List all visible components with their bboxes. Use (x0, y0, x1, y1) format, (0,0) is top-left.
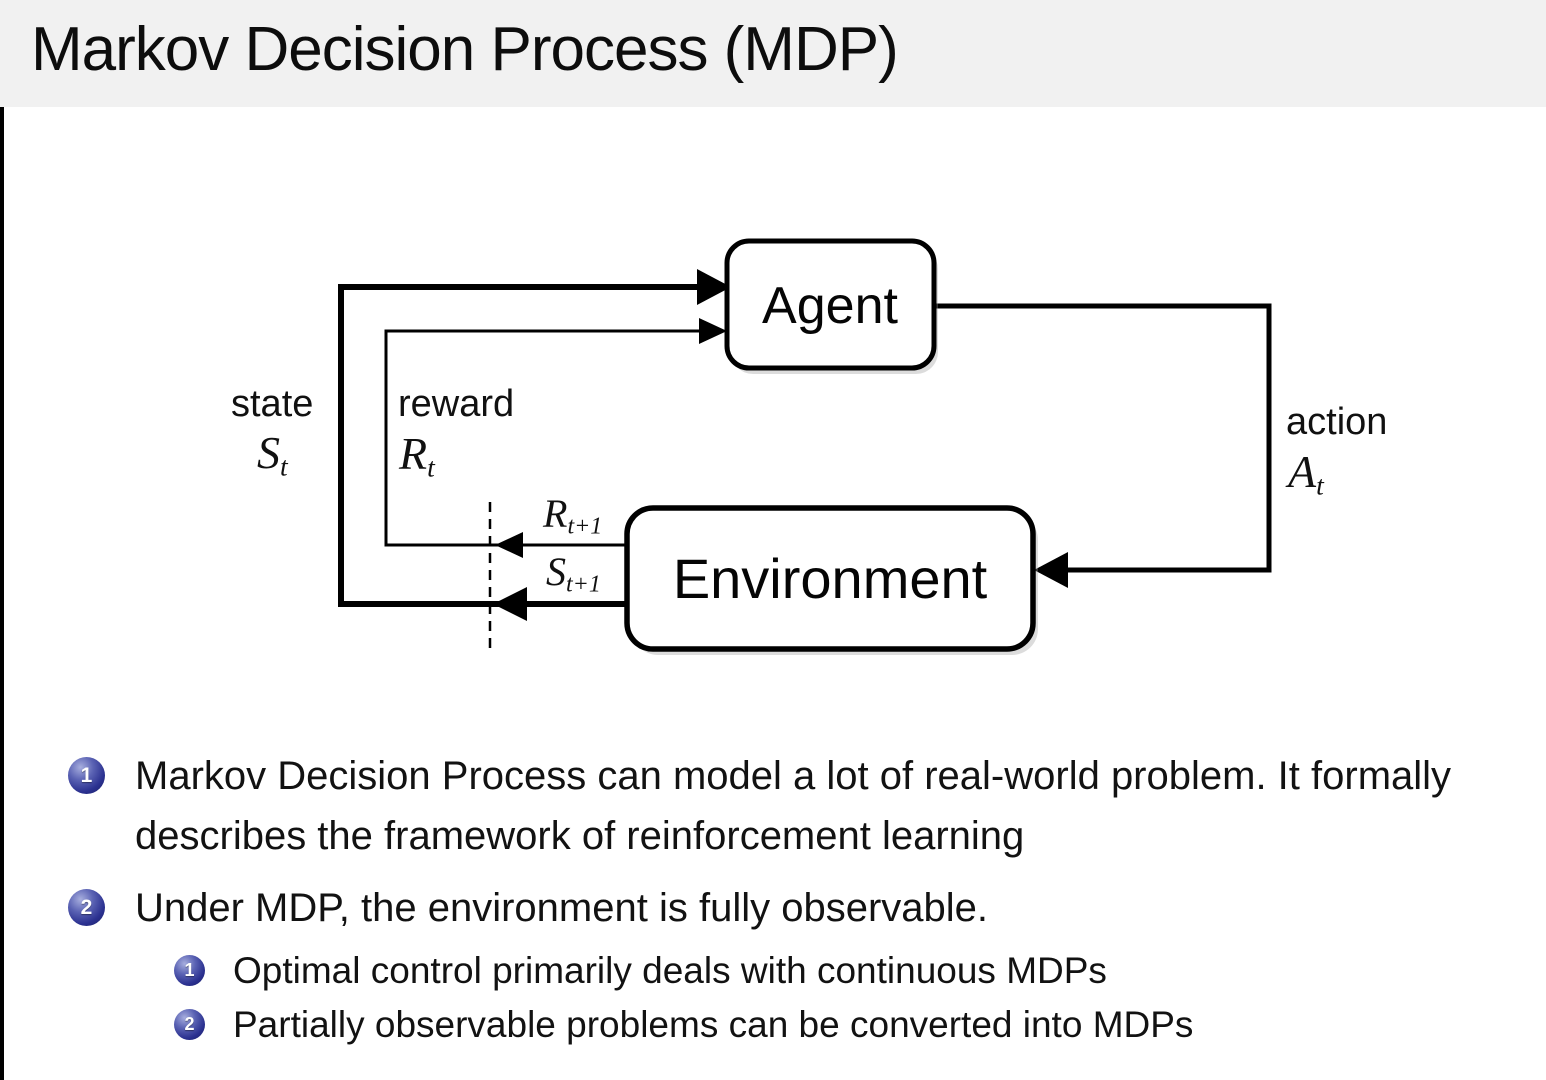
action-symbol-subscript: t (1316, 469, 1324, 501)
bullet-1-text: Markov Decision Process can model a lot … (135, 754, 1452, 858)
bullet-2-badge: 2 (68, 889, 105, 926)
sub-bullet-list: 1 Optimal control primarily deals with c… (174, 944, 1518, 1052)
bullet-item-1: 1 Markov Decision Process can model a lo… (68, 746, 1518, 866)
title-bar: Markov Decision Process (MDP) (0, 0, 1546, 107)
agent-box-label: Agent (762, 277, 898, 335)
sub-bullet-item-2: 2 Partially observable problems can be c… (174, 998, 1518, 1052)
sub-bullet-2-text: Partially observable problems can be con… (233, 1004, 1194, 1045)
environment-box-shadow (632, 514, 1038, 655)
bullet-list: 1 Markov Decision Process can model a lo… (68, 746, 1518, 1052)
action-symbol-letter: A (1288, 446, 1317, 497)
agent-box-shadow (731, 247, 938, 374)
reward-label: reward (398, 383, 515, 425)
action-label: action (1286, 401, 1388, 443)
reward-symbol: Rt (399, 428, 435, 483)
environment-box-label: Environment (673, 547, 988, 610)
reward-next-subscript: t+1 (567, 513, 603, 540)
state-symbol-subscript: t (280, 450, 288, 482)
action-arrowhead-into-environment-icon (1034, 552, 1068, 588)
bullet-2-text: Under MDP, the environment is fully obse… (135, 886, 989, 930)
state-line (338, 284, 704, 607)
slide-title: Markov Decision Process (MDP) (31, 15, 899, 84)
action-line (936, 303, 1272, 573)
sub-bullet-item-1: 1 Optimal control primarily deals with c… (174, 944, 1518, 998)
sub-bullet-1-badge: 1 (174, 955, 205, 986)
state-next-subscript: t+1 (566, 571, 601, 598)
sub-bullet-1-text: Optimal control primarily deals with con… (233, 950, 1107, 991)
reward-next-letter: R (543, 491, 568, 536)
slide-left-border (0, 0, 4, 1080)
bullet-1-badge: 1 (68, 757, 105, 794)
reward-symbol-subscript: t (427, 451, 435, 483)
state-next-letter: S (546, 549, 566, 594)
state-arrowhead-into-agent-icon (697, 269, 731, 305)
state-next-symbol: St+1 (546, 552, 601, 597)
reward-next-arrowhead-icon (495, 532, 523, 558)
state-next-arrowhead-icon (493, 587, 527, 621)
action-symbol: At (1288, 446, 1324, 501)
sub-bullet-2-badge: 2 (174, 1009, 205, 1040)
reward-symbol-letter: R (399, 428, 428, 479)
state-symbol-letter: S (257, 427, 280, 478)
reward-next-symbol: Rt+1 (543, 494, 602, 539)
state-label: state (231, 383, 314, 425)
state-symbol: St (257, 427, 288, 482)
agent-box (724, 238, 937, 371)
bullet-item-2: 2 Under MDP, the environment is fully ob… (68, 878, 1518, 938)
reward-arrowhead-into-agent-icon (699, 318, 727, 344)
environment-box (624, 505, 1036, 652)
